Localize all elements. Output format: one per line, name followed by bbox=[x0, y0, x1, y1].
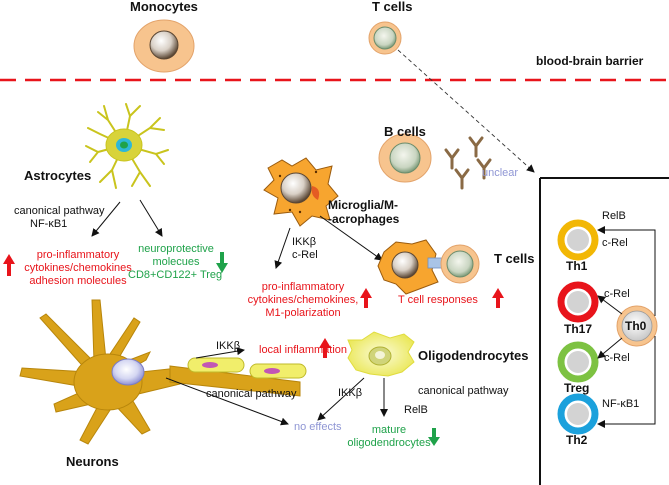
astro-neuro-line1: neuroprotective bbox=[138, 243, 214, 255]
no-effects-label: no effects bbox=[294, 421, 342, 433]
oligo-canonical-label: canonical pathway bbox=[418, 385, 509, 397]
microglia-up-arrow-icon bbox=[360, 288, 372, 308]
astro-pro-line1: pro-inflammatory bbox=[36, 249, 120, 261]
oligo-down-arrow-icon bbox=[428, 428, 440, 446]
microglia-arrow-down bbox=[274, 227, 291, 269]
monocyte-cell bbox=[133, 19, 195, 73]
neuron-ikkb: IKKβ bbox=[216, 340, 241, 352]
t-cell-macrophage-interaction bbox=[377, 239, 480, 295]
b-cells-label: B cells bbox=[384, 124, 426, 139]
astro-down-arrow-icon bbox=[216, 252, 228, 273]
local-up-arrow-icon bbox=[319, 338, 331, 358]
astro-arrow-left bbox=[91, 201, 121, 237]
th1-label: Th1 bbox=[566, 259, 588, 273]
astro-pathway-line1: canonical pathway bbox=[14, 205, 105, 217]
th-relb-label: RelB bbox=[602, 210, 626, 222]
microglia-ikkb: IKKβ bbox=[292, 236, 317, 248]
astro-pro-line2: cytokines/chemokines bbox=[24, 262, 132, 274]
microglia-pro-line1: pro-inflammatory bbox=[261, 281, 345, 293]
astro-up-arrow-icon bbox=[3, 254, 15, 276]
th0-cell bbox=[616, 305, 658, 347]
neuron-arrow-up bbox=[195, 347, 245, 359]
th0-label: Th0 bbox=[625, 319, 647, 333]
astrocyte-cell bbox=[85, 103, 169, 189]
astro-arrow-right bbox=[139, 199, 163, 237]
th17-label: Th17 bbox=[564, 322, 593, 336]
oligo-ikkb: IKKβ bbox=[338, 387, 363, 399]
th2-nfkb1-label: NF-κB1 bbox=[602, 398, 640, 410]
oligo-arrow-left bbox=[317, 377, 365, 421]
th1-crel-label: c-Rel bbox=[602, 237, 628, 249]
oligodendrocytes-label: Oligodendrocytes bbox=[418, 348, 529, 363]
treg-crel-label: c-Rel bbox=[604, 352, 630, 364]
unclear-label: unclear bbox=[482, 167, 519, 179]
microglia-crel: c-Rel bbox=[292, 249, 318, 261]
oligo-mature-line2: oligodendrocytes bbox=[347, 437, 431, 449]
th17-cell bbox=[557, 281, 599, 323]
antibody-icon bbox=[444, 136, 492, 190]
treg-label: Treg bbox=[564, 381, 590, 395]
microglia-label-line2: -acrophages bbox=[328, 212, 400, 226]
microglia-cell bbox=[263, 157, 339, 227]
t-cells-top-label: T cells bbox=[372, 0, 413, 14]
astro-pro-line3: adhesion molecules bbox=[29, 275, 127, 287]
microglia-arrow-right bbox=[319, 215, 383, 261]
b-cell bbox=[378, 133, 432, 183]
microglia-label-line1: Microglia/M- bbox=[328, 198, 399, 212]
th1-cell bbox=[557, 219, 599, 261]
myelin-sheath bbox=[187, 357, 307, 379]
t-cells-cns-label: T cells bbox=[494, 251, 535, 266]
astro-neuro-line2: molecues bbox=[152, 256, 200, 268]
t-cell-blood bbox=[368, 21, 402, 55]
microglia-pro-line2: cytokines/chemokines, bbox=[247, 294, 359, 306]
oligodendrocyte-cell bbox=[347, 331, 415, 377]
t-cell-migration-arrow bbox=[397, 49, 535, 173]
microglia-pro-line3: M1-polarization bbox=[265, 307, 341, 319]
treg-cell bbox=[557, 341, 599, 383]
bbb-label: blood-brain barrier bbox=[536, 54, 644, 68]
tcell-up-arrow-icon bbox=[492, 288, 504, 308]
th-panel bbox=[539, 177, 669, 485]
astro-pathway-line2: NF-κB1 bbox=[30, 218, 68, 230]
th2-cell bbox=[557, 393, 599, 435]
t-cell-responses-label: T cell responses bbox=[398, 294, 478, 306]
local-inflammation-label: local inflammation bbox=[259, 344, 348, 356]
astrocytes-label: Astrocytes bbox=[24, 168, 92, 183]
oligo-relb-label: RelB bbox=[404, 404, 428, 416]
th17-crel-label: c-Rel bbox=[604, 288, 630, 300]
monocytes-label: Monocytes bbox=[130, 0, 198, 14]
neuron-arrow-down bbox=[165, 377, 289, 426]
neuron-canonical-label: canonical pathway bbox=[206, 388, 297, 400]
neurons-label: Neurons bbox=[66, 454, 119, 469]
th2-label: Th2 bbox=[566, 433, 588, 447]
th-differentiation-arrows bbox=[597, 226, 656, 428]
astro-neuro-line3: CD8+CD122+ Treg bbox=[128, 269, 223, 281]
oligo-mature-line1: mature bbox=[371, 424, 407, 436]
